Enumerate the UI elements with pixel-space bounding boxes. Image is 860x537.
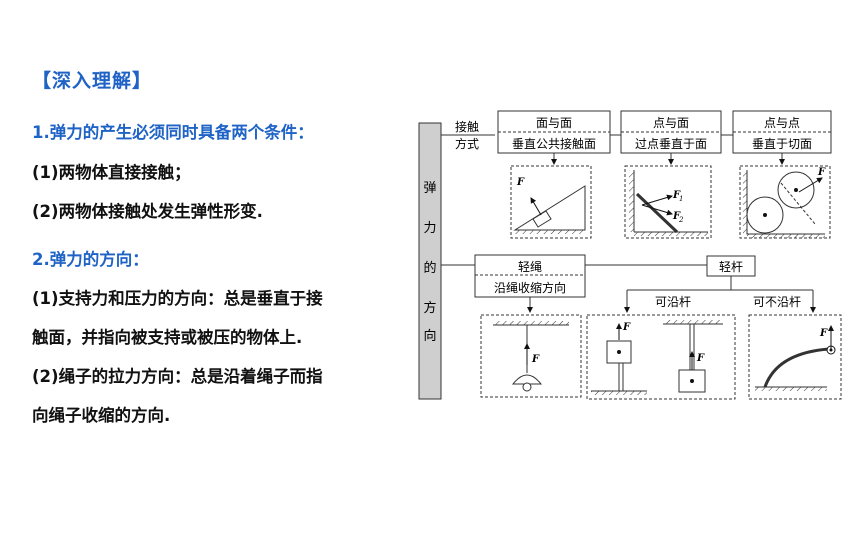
direction-item-1a: (1)支持力和压力的方向：总是垂直于接 — [32, 289, 323, 308]
two-balls-illustration: F — [739, 165, 831, 239]
box-point-face: 点与面 过点垂直于面 — [620, 110, 722, 154]
incline-illustration: F — [510, 165, 592, 239]
svg-text:过点垂直于面: 过点垂直于面 — [635, 137, 707, 151]
vertical-label-bar: 弹 力 的 方 向 — [418, 122, 442, 400]
box-point-point: 点与点 垂直于切面 — [732, 110, 832, 154]
svg-text:F: F — [531, 354, 540, 365]
direction-item-2b: 向绳子收缩的方向. — [32, 406, 171, 425]
direction-title: 2.弹力的方向： — [32, 250, 149, 269]
force-label: F — [516, 177, 525, 188]
hanging-lamp-illustration: F — [480, 314, 582, 398]
svg-text:F: F — [672, 211, 681, 222]
vertical-char: 的 — [423, 260, 436, 276]
elastic-force-direction-diagram: 弹 力 的 方 向 接触 方式 面与面 垂直公共接触面 点与面 过点垂直于面 点… — [418, 110, 842, 400]
svg-text:F: F — [819, 328, 828, 339]
svg-text:面与面: 面与面 — [536, 116, 572, 130]
direction-item-1b: 触面，并指向被支持或被压的物体上. — [32, 328, 303, 347]
condition-item-2: (2)两物体接触处发生弹性形变. — [32, 202, 263, 221]
rod-not-along-label: 可不沿杆 — [753, 295, 801, 309]
svg-text:点与点: 点与点 — [764, 116, 800, 130]
rod-along-label: 可沿杆 — [655, 295, 691, 309]
vertical-char: 向 — [423, 328, 436, 344]
condition-item-1: (1)两物体直接接触； — [32, 163, 191, 182]
curved-rod-illustration: F — [748, 314, 842, 400]
direction-item-2a: (2)绳子的拉力方向：总是沿着绳子而指 — [32, 367, 323, 386]
vertical-char: 方 — [423, 300, 436, 316]
contact-label-top: 接触 — [455, 119, 479, 134]
svg-text:垂直公共接触面: 垂直公共接触面 — [512, 136, 596, 151]
svg-text:沿绳收缩方向: 沿绳收缩方向 — [494, 280, 566, 295]
svg-text:F: F — [622, 322, 631, 333]
svg-text:1: 1 — [679, 195, 683, 203]
svg-text:F: F — [696, 353, 705, 364]
condition-title: 1.弹力的产生必须同时具备两个条件： — [32, 123, 314, 142]
vertical-char: 弹 — [423, 181, 436, 196]
section-heading: 【深入理解】 — [32, 70, 153, 92]
svg-text:2: 2 — [678, 216, 684, 224]
svg-text:点与面: 点与面 — [653, 116, 689, 130]
svg-text:垂直于切面: 垂直于切面 — [752, 137, 812, 151]
box-rope: 轻绳 沿绳收缩方向 — [474, 254, 586, 298]
contact-label-bottom: 方式 — [455, 136, 479, 151]
svg-text:F: F — [672, 190, 681, 201]
svg-text:轻绳: 轻绳 — [518, 260, 542, 274]
vertical-char: 力 — [423, 221, 436, 236]
svg-text:F: F — [817, 167, 826, 178]
svg-text:轻杆: 轻杆 — [719, 260, 743, 274]
box-face-face: 面与面 垂直公共接触面 — [497, 110, 611, 154]
box-rod: 轻杆 — [706, 255, 756, 277]
rod-along-illustration: F F — [586, 314, 736, 400]
corner-rod-illustration: F 1 F 2 — [624, 165, 712, 239]
